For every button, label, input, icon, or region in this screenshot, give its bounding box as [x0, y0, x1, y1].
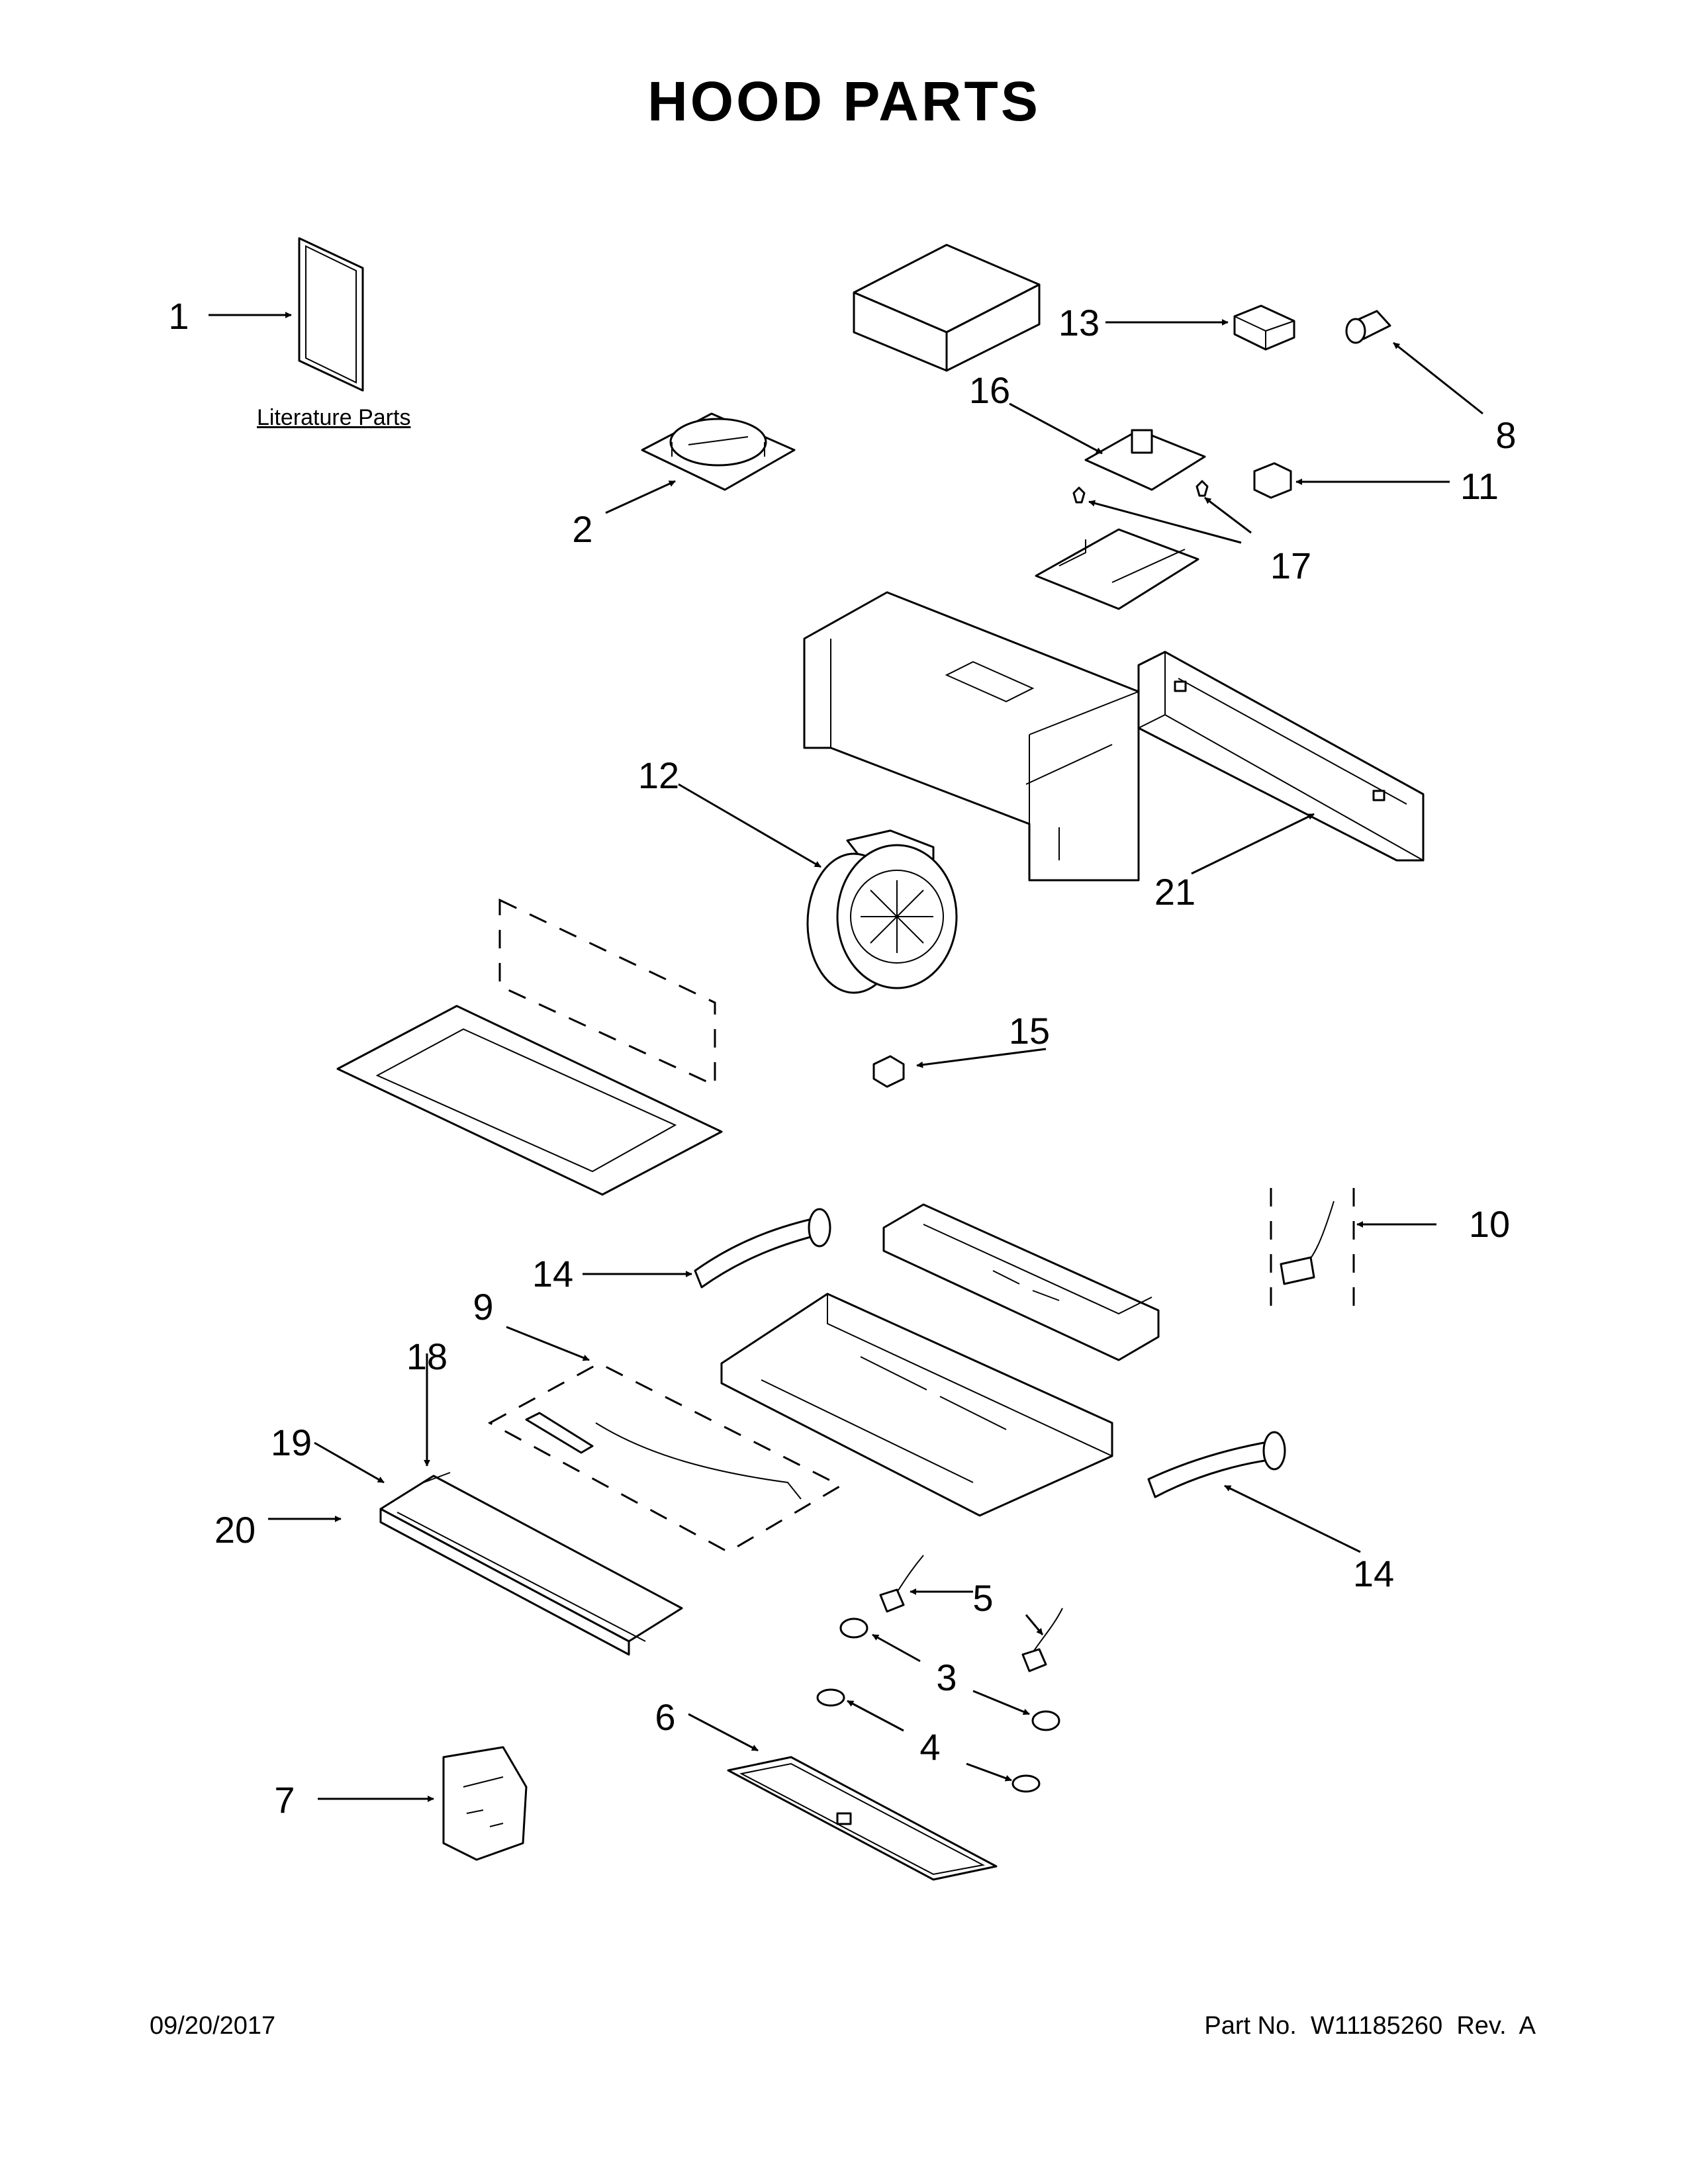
callout-12[interactable]: 12 [637, 754, 680, 796]
part-13-transformer[interactable] [1105, 304, 1295, 351]
callout-7[interactable]: 7 [274, 1779, 295, 1821]
callout-4[interactable]: 4 [919, 1726, 941, 1768]
part-1-literature[interactable] [209, 237, 364, 392]
callout-20[interactable]: 20 [214, 1509, 256, 1551]
part-14-light-strip-left[interactable] [583, 1208, 831, 1289]
part-17-screws[interactable] [1072, 480, 1252, 544]
callout-9[interactable]: 9 [473, 1286, 494, 1328]
part-16-control-board[interactable] [1009, 402, 1206, 491]
callout-13[interactable]: 13 [1058, 302, 1100, 343]
part-15-switch[interactable] [872, 1048, 1047, 1088]
part-2-duct-collar[interactable] [605, 412, 796, 514]
callout-15[interactable]: 15 [1008, 1010, 1051, 1052]
part-control-tray[interactable] [882, 1203, 1160, 1361]
literature-parts-label[interactable]: Literature Parts [257, 405, 411, 430]
part-12-blower[interactable] [678, 783, 958, 994]
part-9-light-kit[interactable] [487, 1326, 843, 1553]
part-7-hardware-kit[interactable] [318, 1746, 528, 1861]
callout-8[interactable]: 8 [1495, 414, 1517, 456]
footer-date: 09/20/2017 [150, 2012, 276, 2040]
part-top-box[interactable] [853, 244, 1041, 372]
callout-3[interactable]: 3 [936, 1657, 957, 1698]
part-18-19-20-vent-door[interactable] [268, 1353, 683, 1656]
callout-11[interactable]: 11 [1460, 465, 1499, 507]
callout-14-right[interactable]: 14 [1352, 1553, 1395, 1594]
part-4-bulb[interactable] [816, 1688, 1041, 1793]
callout-17[interactable]: 17 [1270, 545, 1312, 586]
part-8-capacitor[interactable] [1345, 310, 1483, 415]
callout-18[interactable]: 18 [406, 1336, 448, 1377]
callout-21[interactable]: 21 [1154, 871, 1196, 913]
part-hood-housing[interactable] [803, 591, 1140, 882]
callout-10[interactable]: 10 [1468, 1203, 1511, 1245]
callout-19[interactable]: 19 [270, 1422, 312, 1463]
part-14-light-strip-right[interactable] [1147, 1431, 1361, 1553]
part-board-bracket[interactable] [1035, 528, 1199, 610]
part-21-front-panel[interactable] [1137, 651, 1425, 875]
part-5-lamp-sockets[interactable] [879, 1555, 1063, 1672]
callout-14-left[interactable]: 14 [532, 1253, 574, 1295]
part-3-lens[interactable] [839, 1617, 1060, 1731]
callout-6[interactable]: 6 [655, 1696, 676, 1738]
callout-1[interactable]: 1 [168, 295, 189, 337]
part-10-wire-harness[interactable] [1270, 1188, 1436, 1307]
callout-5[interactable]: 5 [972, 1577, 994, 1619]
footer-part-number: Part No. W11185260 Rev. A [1204, 2012, 1536, 2040]
part-bottom-pan[interactable] [720, 1293, 1113, 1517]
part-6-filter[interactable] [688, 1713, 998, 1881]
callout-2[interactable]: 2 [572, 508, 593, 550]
page-title: HOOD PARTS [647, 70, 1041, 132]
callout-16[interactable]: 16 [968, 369, 1011, 411]
part-grille-frame[interactable] [336, 898, 723, 1196]
part-11-relay[interactable] [1253, 462, 1450, 499]
